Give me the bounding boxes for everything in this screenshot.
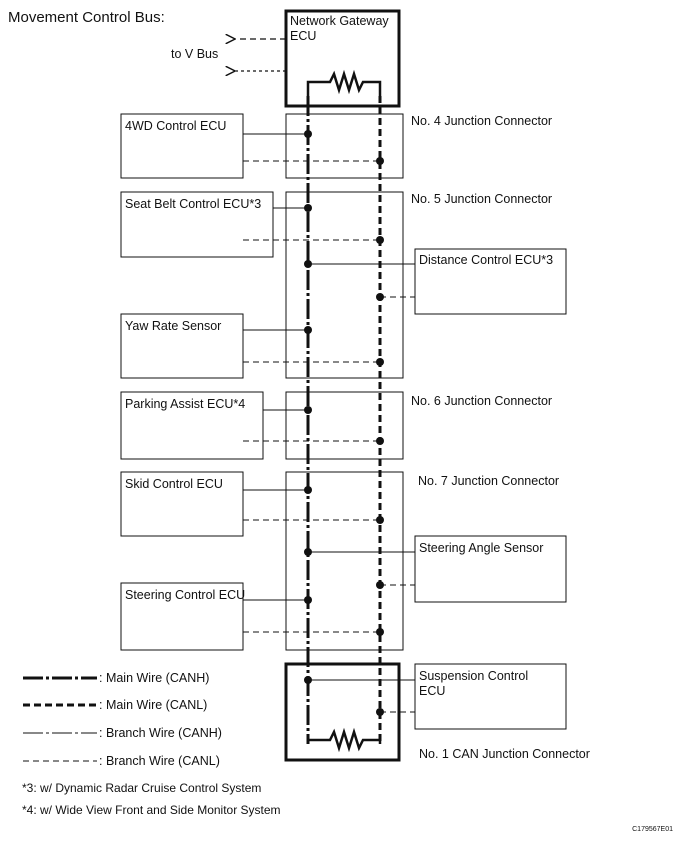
to-v-bus-label: to V Bus (171, 47, 219, 61)
ecu-steering-control-box (120, 582, 244, 651)
legend-main-canh-label: : Main Wire (CANH) (99, 671, 210, 685)
branch-wires-canl (243, 160, 415, 713)
junction-no1-label: No. 1 CAN Junction Connector (419, 747, 590, 761)
ecu-skid-box (120, 471, 244, 537)
gateway-label-line2: ECU (290, 29, 317, 43)
junction-no1-box (284, 662, 401, 762)
steering-angle-sensor-label: Steering Angle Sensor (419, 541, 544, 555)
can-junction-resistor (306, 727, 382, 753)
figure-code: C179567E01 (632, 826, 673, 833)
network-gateway-box (284, 9, 401, 108)
ecu-skid-label: Skid Control ECU (125, 477, 223, 491)
branch-wires-canh (243, 133, 415, 681)
ecu-seatbelt-label: Seat Belt Control ECU*3 (125, 197, 262, 211)
ecu-4wd-box (120, 113, 244, 179)
steering-angle-sensor-box (414, 535, 567, 603)
gateway-resistor (306, 69, 382, 96)
ecu-suspension-label-line2: ECU (419, 684, 446, 698)
junction-no5-box (285, 191, 404, 379)
ecu-distance-box (414, 248, 567, 315)
ecu-parking-assist-label: Parking Assist ECU*4 (125, 397, 246, 411)
yaw-rate-sensor-box (120, 313, 244, 379)
legend-branch-canh-label: : Branch Wire (CANH) (99, 726, 222, 740)
junction-dots (304, 130, 384, 716)
junction-no6-label: No. 6 Junction Connector (411, 394, 553, 408)
legend-branch-canl-label: : Branch Wire (CANL) (99, 754, 220, 768)
footnote-3: *3: w/ Dynamic Radar Cruise Control Syst… (22, 781, 262, 795)
legend-main-canl-label: : Main Wire (CANL) (99, 698, 208, 712)
junction-no7-box (285, 471, 404, 651)
junction-no4-label: No. 4 Junction Connector (411, 114, 553, 128)
junction-no5-label: No. 5 Junction Connector (411, 192, 553, 206)
yaw-rate-sensor-label: Yaw Rate Sensor (125, 319, 222, 333)
ecu-suspension-label-line1: Suspension Control (419, 669, 529, 683)
ecu-seatbelt-box (120, 191, 274, 258)
footnote-4: *4: w/ Wide View Front and Side Monitor … (22, 803, 281, 817)
junction-no7-label: No. 7 Junction Connector (418, 474, 560, 488)
diagram-title: Movement Control Bus: (8, 9, 165, 26)
ecu-parking-assist-box (120, 391, 264, 460)
ecu-steering-control-label: Steering Control ECU (125, 588, 246, 602)
junction-no4-box (285, 113, 404, 179)
gateway-label-line1: Network Gateway (290, 14, 389, 28)
ecu-4wd-label: 4WD Control ECU (125, 119, 227, 133)
junction-no6-box (285, 391, 404, 460)
ecu-suspension-box (414, 663, 567, 730)
ecu-distance-label: Distance Control ECU*3 (419, 253, 554, 267)
